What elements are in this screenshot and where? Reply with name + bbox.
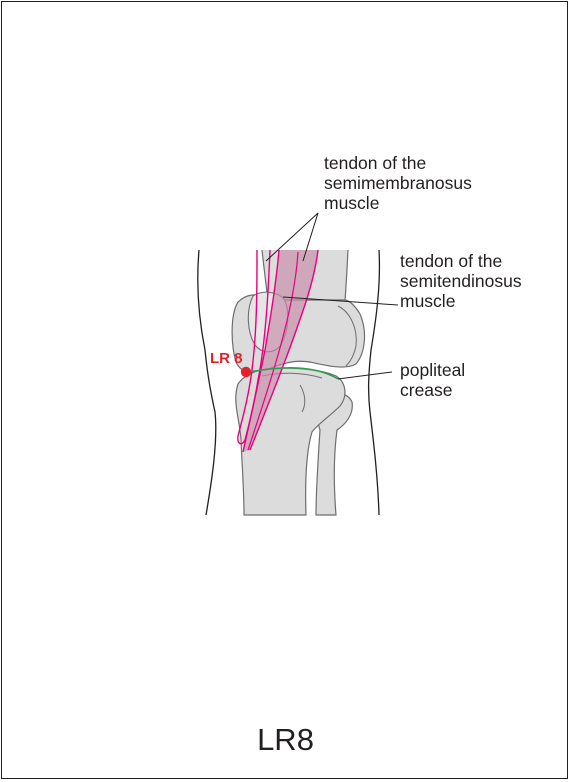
label-semimembranosus: tendon of the semimembranosus muscle	[324, 153, 472, 213]
acupoint-label: LR 8	[210, 350, 243, 367]
leader-popliteal-crease	[338, 372, 392, 379]
label-popliteal-crease: popliteal crease	[400, 360, 465, 400]
leg-outline-left	[198, 250, 216, 515]
figure-caption: LR8	[0, 722, 571, 758]
acupoint-marker	[241, 367, 251, 377]
label-semitendinosus: tendon of the semitendinosus muscle	[400, 251, 522, 311]
leg-outline-right	[369, 250, 380, 515]
